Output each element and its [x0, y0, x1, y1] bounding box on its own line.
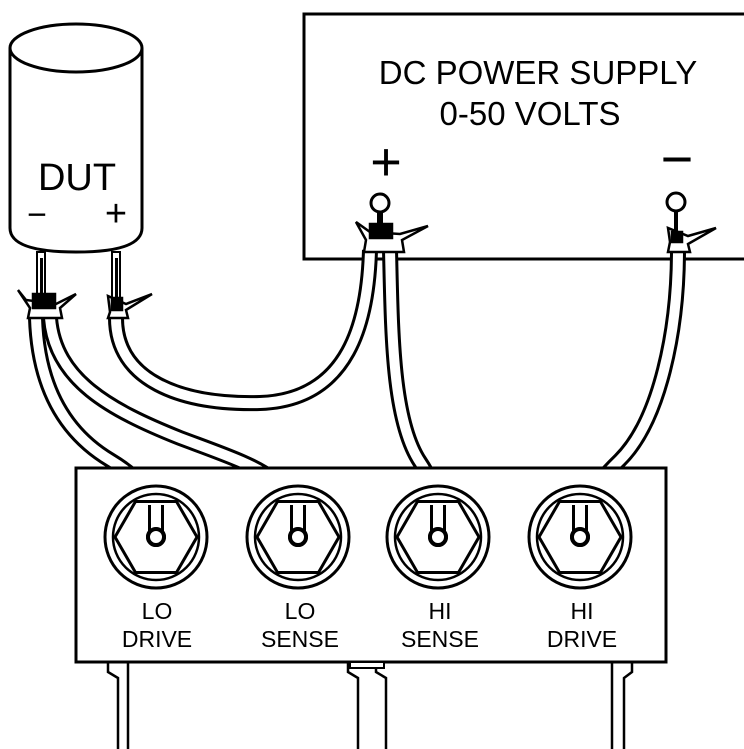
- clip-supply-positive: [354, 220, 429, 254]
- terminal-labels: LO DRIVE LO SENSE HI SENSE HI DRIVE: [122, 598, 617, 652]
- fixture-center-tab: [349, 661, 385, 669]
- clip-dut-negative: [16, 289, 77, 320]
- clip-supply-negative: [666, 226, 717, 254]
- clips: [16, 220, 717, 320]
- dut-positive-lead: [111, 251, 121, 303]
- terminal-lo-drive-label-line1: LO: [142, 598, 173, 624]
- power-supply-title: DC POWER SUPPLY: [379, 54, 697, 91]
- dut-component: DUT − +: [8, 22, 144, 303]
- power-supply-range: 0-50 VOLTS: [440, 95, 621, 132]
- cable-dut-positive-to-supply: [108, 249, 378, 412]
- clip-dut-positive: [106, 292, 153, 320]
- terminal-lo-sense-label-line1: LO: [285, 598, 316, 624]
- fixture-legs: [106, 662, 634, 749]
- dut-plus-symbol: +: [105, 193, 127, 235]
- dut-minus-symbol: −: [27, 196, 47, 234]
- terminal-lo-drive-label-line2: DRIVE: [122, 626, 192, 652]
- power-supply-plus-symbol: +: [370, 132, 402, 192]
- dut-label: DUT: [38, 157, 116, 199]
- terminal-lo-sense-label-line2: SENSE: [261, 626, 339, 652]
- terminal-hi-sense-label-line2: SENSE: [401, 626, 479, 652]
- cable-ends: [146, 505, 590, 547]
- terminal-hi-drive-label-line2: DRIVE: [547, 626, 617, 652]
- dc-power-supply: DC POWER SUPPLY 0-50 VOLTS + −: [302, 12, 744, 261]
- power-supply-minus-symbol: −: [661, 127, 694, 190]
- power-supply-outline: [302, 12, 744, 261]
- terminal-hi-drive-label-line1: HI: [571, 598, 594, 624]
- dut-body: [8, 48, 144, 254]
- terminal-hi-sense-label-line1: HI: [429, 598, 452, 624]
- dut-top: [8, 22, 144, 74]
